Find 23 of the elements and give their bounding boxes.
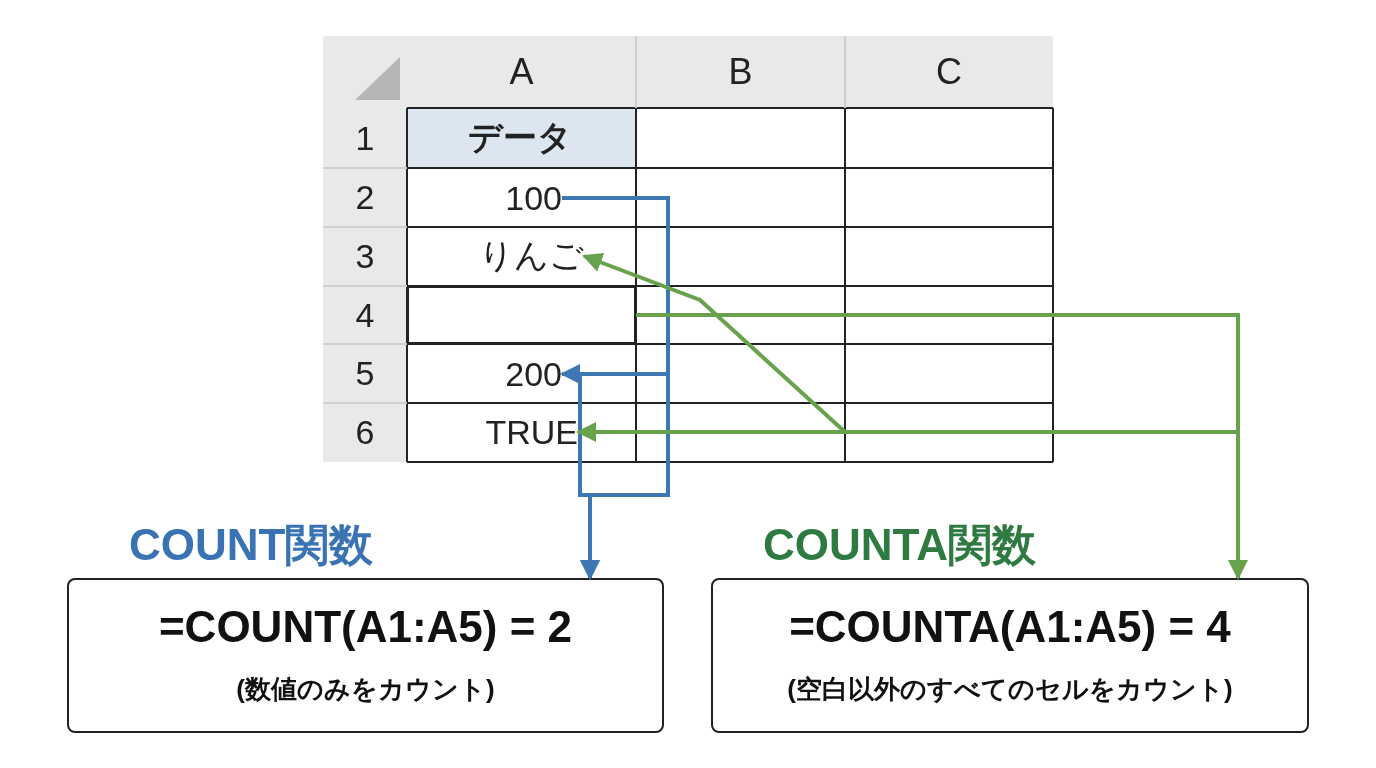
column-header: B [727,50,754,94]
row-number: 6 [354,412,376,453]
row-number: 3 [354,236,376,277]
formula-text: =COUNTA(A1:A5) = 4 [788,602,1232,652]
formula-text: =COUNT(A1:A5) = 2 [157,602,574,652]
row-number: 2 [354,177,376,218]
function-heading: COUNTA関数 [763,519,1036,571]
row-number: 5 [354,353,376,394]
row-number: 1 [354,117,376,159]
column-header: C [935,50,963,94]
row-number: 4 [354,294,376,336]
arrow [582,253,1240,434]
cell-value: 200 [470,352,562,396]
cell-value: TRUE [462,410,578,454]
arrow [560,196,670,384]
cell-value: りんご [462,234,584,278]
cell-value: 100 [470,176,562,220]
function-heading: COUNT関数 [129,519,374,571]
column-header: A [508,50,535,94]
formula-note: (空白以外のすべてのセルをカウント) [786,673,1234,706]
empty-cell [407,286,636,344]
formula-note: (数値のみをカウント) [235,673,496,706]
header-cell-text: データ [450,118,590,158]
